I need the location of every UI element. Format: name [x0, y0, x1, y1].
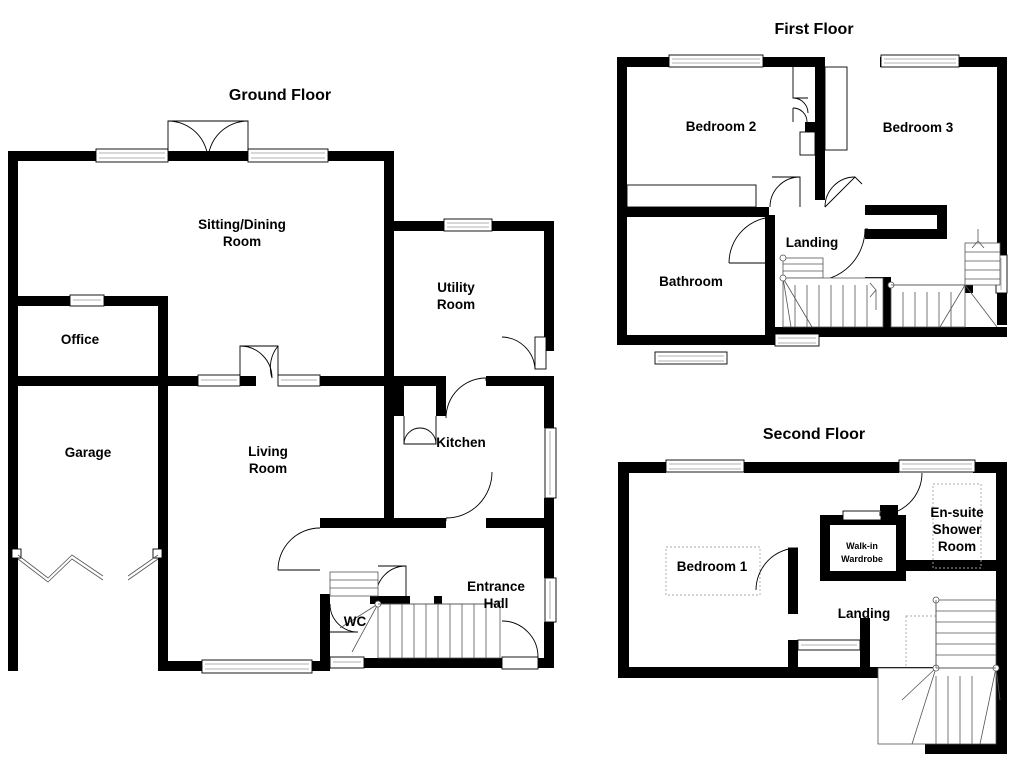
door-utility-room-exterior	[501, 336, 547, 370]
room-label-bedroom-2: Bedroom 2	[686, 119, 757, 134]
room-label-living-room-line2: Room	[249, 461, 287, 476]
door-bedroom-3	[824, 176, 863, 208]
wardrobe-door-panel	[842, 510, 882, 521]
first-floor-doors	[728, 67, 868, 282]
window-bedroom-1-top	[665, 459, 745, 473]
door-wc	[329, 603, 359, 633]
second-floor-title: Second Floor	[763, 426, 865, 443]
room-label-bathroom: Bathroom	[659, 274, 723, 289]
room-label-ensuite-line3: Room	[938, 539, 976, 554]
room-label-walk-in-wardrobe: Walk-in	[846, 541, 878, 551]
room-label-living-room: Living	[248, 444, 288, 459]
door-living-entrance	[277, 527, 321, 571]
ground-floor-staircase	[329, 571, 504, 659]
door-kitchen-top	[445, 377, 487, 419]
room-label-utility-room-line2: Room	[437, 297, 475, 312]
window-landing-bottom	[774, 333, 820, 347]
second-floor-windows	[665, 459, 982, 671]
first-floor-windows	[626, 54, 1008, 365]
door-garage-up-and-over	[11, 548, 163, 583]
room-label-ensuite: En-suite	[930, 505, 984, 520]
room-label-utility-room: Utility	[437, 280, 475, 295]
door-bedroom-2	[769, 176, 801, 208]
wardrobe-bedroom-2	[626, 184, 757, 208]
door-living-room-french	[239, 345, 279, 379]
second-floor-group: Second Floor	[618, 426, 1007, 754]
room-label-wc: WC	[344, 614, 367, 629]
door-bathroom	[728, 216, 776, 264]
room-label-landing-second: Landing	[838, 606, 891, 621]
ground-floor-group: Ground Floor	[8, 87, 557, 674]
door-bedroom-2-cupboard	[792, 67, 809, 123]
room-label-garage: Garage	[65, 445, 112, 460]
room-label-entrance-hall: Entrance	[467, 579, 525, 594]
window-entrance-hall-right	[544, 577, 557, 623]
room-label-ensuite-line2: Shower	[933, 522, 983, 537]
ground-floor-doors	[11, 120, 547, 670]
ground-floor-windows	[69, 148, 557, 674]
window-ensuite-top	[898, 459, 976, 473]
door-front-entrance	[501, 620, 539, 670]
room-label-bedroom-3: Bedroom 3	[883, 120, 954, 135]
window-utility-room	[443, 218, 493, 232]
window-bathroom-bottom	[654, 351, 728, 365]
label-box-ensuite	[932, 483, 982, 569]
door-sitting-dining-french	[167, 120, 249, 162]
window-wc-bottom	[329, 656, 365, 669]
door-kitchen-entrance	[445, 471, 493, 521]
window-office	[69, 294, 105, 307]
first-floor-group: First Floor	[617, 21, 1008, 365]
landing-cupboard-rail	[797, 639, 861, 651]
window-bedroom-2-top	[668, 54, 764, 68]
room-label-landing-first: Landing	[786, 235, 839, 250]
room-label-entrance-hall-line2: Hall	[484, 596, 509, 611]
room-label-walk-in-wardrobe-line2: Wardrobe	[841, 554, 883, 564]
door-walk-in-wardrobe	[879, 472, 923, 516]
second-floor-staircase	[877, 596, 1001, 745]
cupboard-bedroom-2	[799, 131, 816, 156]
ground-floor-title: Ground Floor	[229, 87, 331, 104]
room-label-sitting-dining-room-line2: Room	[223, 234, 261, 249]
window-sitting-dining-2	[247, 148, 329, 163]
window-bedroom-3-top	[880, 54, 960, 68]
room-label-office: Office	[61, 332, 100, 347]
window-living-room-bottom	[201, 659, 313, 674]
window-kitchen-right	[544, 427, 557, 499]
second-floor-doors	[755, 472, 923, 591]
room-label-bedroom-1: Bedroom 1	[677, 559, 748, 574]
window-living-room-right	[277, 374, 321, 387]
first-floor-title: First Floor	[774, 21, 853, 38]
door-bedroom-1	[755, 547, 799, 591]
window-sitting-dining-1	[95, 148, 169, 163]
room-label-sitting-dining-room: Sitting/Dining	[198, 217, 286, 232]
first-floor-staircase	[779, 229, 1001, 328]
room-label-kitchen: Kitchen	[436, 435, 486, 450]
wardrobe-bedroom-3	[824, 66, 848, 151]
window-living-room-left	[197, 374, 241, 387]
room-labels: Sitting/Dining Room Office Garage Living…	[61, 119, 984, 629]
door-utility-hall-double	[403, 416, 437, 445]
